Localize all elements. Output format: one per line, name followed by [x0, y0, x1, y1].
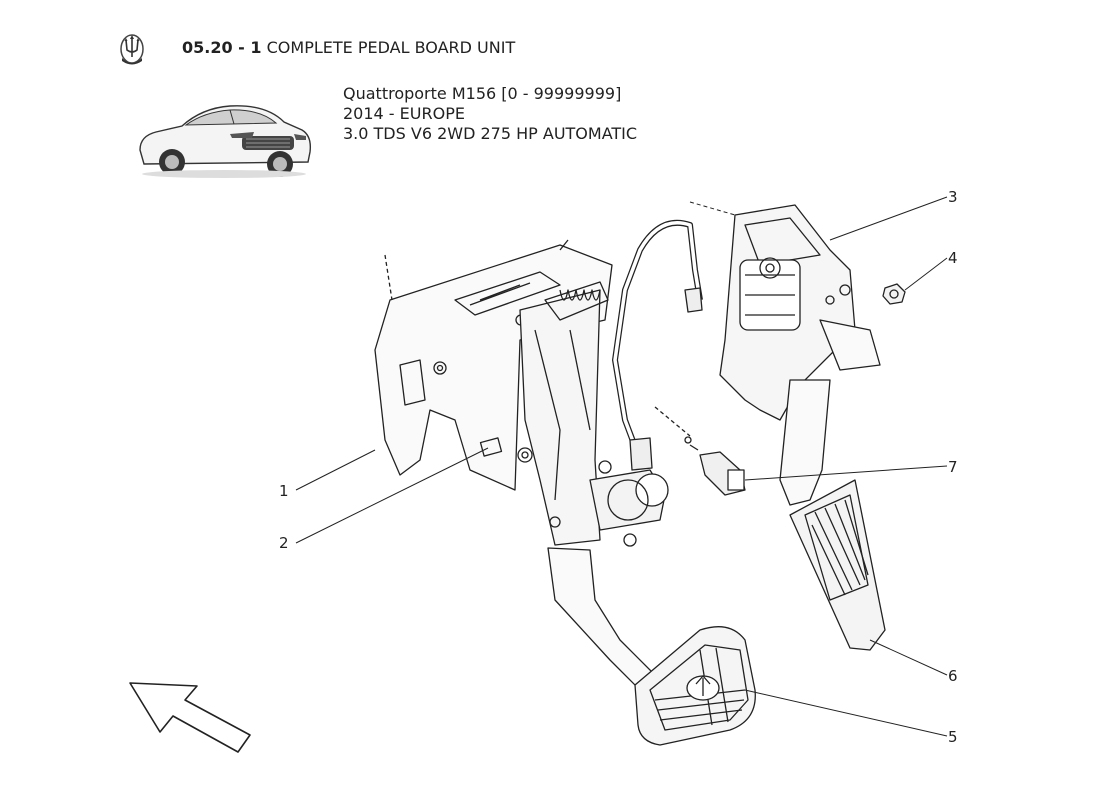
accelerator-module — [719, 204, 881, 421]
callout-7: 7 — [948, 458, 958, 476]
model-line-1: Quattroporte M156 [0 - 99999999] — [343, 84, 622, 103]
brake-sensor-assembly — [589, 469, 669, 547]
wiring-harness — [612, 219, 703, 471]
page-title: 05.20 - 1 COMPLETE PEDAL BOARD UNIT — [182, 38, 515, 57]
section-title: COMPLETE PEDAL BOARD UNIT — [266, 38, 516, 57]
model-line-3: 3.0 TDS V6 2WD 275 HP AUTOMATIC — [343, 124, 638, 143]
model-info: Quattroporte M156 [0 - 99999999] 2014 - … — [343, 84, 637, 144]
callout-3: 3 — [948, 188, 958, 206]
car-thumbnail-icon — [139, 105, 312, 178]
callout-4: 4 — [948, 249, 958, 267]
callout-2: 2 — [279, 534, 289, 552]
maserati-trident-logo-icon — [120, 34, 144, 65]
callout-5: 5 — [948, 728, 958, 746]
callout-leader-lines — [295, 196, 948, 737]
callouts: 1 2 3 4 5 6 7 — [279, 188, 958, 746]
accelerator-pedal-arm — [779, 379, 886, 651]
brake-pedal-pad — [634, 626, 756, 746]
direction-arrow-icon — [129, 682, 251, 753]
nut-part — [882, 283, 906, 305]
callout-6: 6 — [948, 667, 958, 685]
callout-1: 1 — [279, 482, 289, 500]
model-line-2: 2014 - EUROPE — [343, 104, 465, 123]
brake-pedal-arm — [479, 281, 661, 691]
brake-light-switch — [654, 406, 746, 496]
section-code: 05.20 - 1 — [182, 38, 262, 57]
